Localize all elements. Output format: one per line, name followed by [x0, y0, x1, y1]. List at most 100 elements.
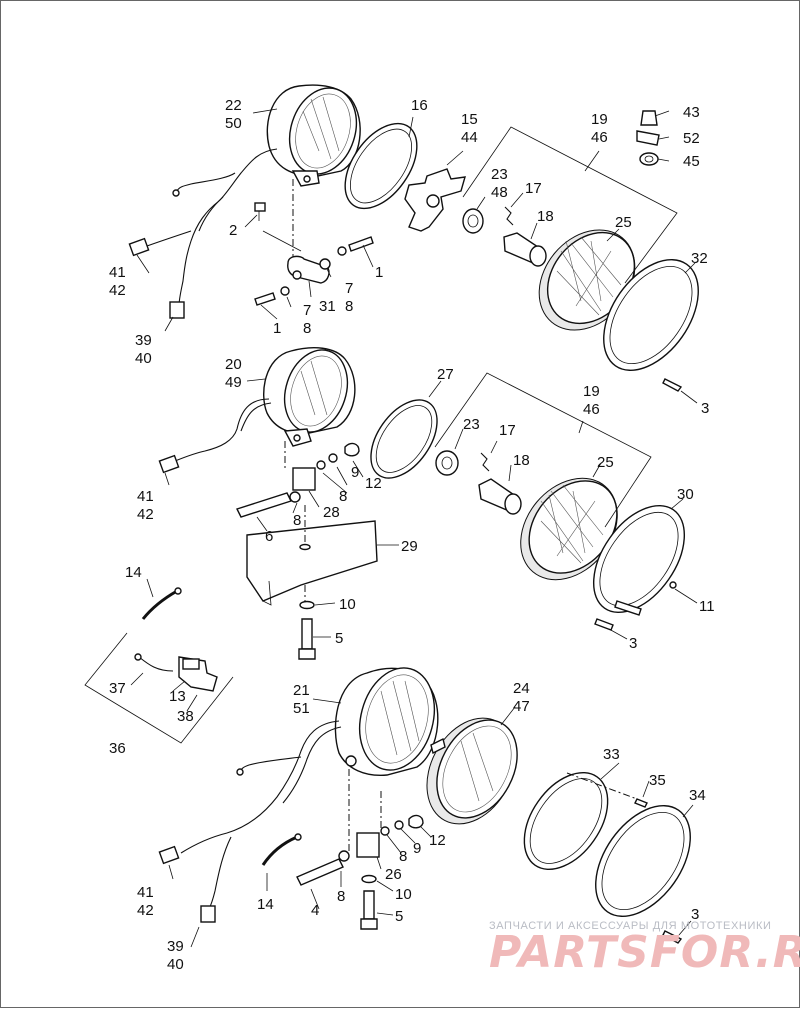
callout-1: 1	[375, 264, 383, 281]
callout-8: 8	[337, 888, 345, 905]
callout-14: 14	[257, 896, 274, 913]
callout-3: 3	[701, 400, 709, 417]
callout-40: 40	[135, 350, 152, 367]
bottom-jumper-wire-14	[261, 833, 302, 866]
callout-30: 30	[677, 486, 694, 503]
callout-42: 42	[137, 902, 154, 919]
callout-6: 6	[265, 528, 273, 545]
callout-47: 47	[513, 698, 530, 715]
callout-34: 34	[689, 787, 706, 804]
top-small-parts-43-52-45	[636, 110, 660, 166]
callout-labels: 22 50 16 15 44 19 46 43 52 45 23 48 17 1…	[109, 97, 715, 973]
callout-16: 16	[411, 97, 428, 114]
callout-43: 43	[683, 104, 700, 121]
callout-8: 8	[399, 848, 407, 865]
callout-8: 8	[339, 488, 347, 505]
bottom-outer-ring-34	[595, 805, 691, 917]
callout-25: 25	[597, 454, 614, 471]
watermark: ЗАПЧАСТИ И АКСЕССУАРЫ ДЛЯ МОТОТЕХНИКИ PA…	[489, 920, 800, 978]
callout-23: 23	[491, 166, 508, 183]
callout-9: 9	[351, 464, 359, 481]
callout-10: 10	[395, 886, 412, 903]
bottom-wire-harness	[158, 720, 342, 923]
callout-15: 15	[461, 111, 478, 128]
bottom-screw-3	[662, 930, 683, 944]
callout-18: 18	[513, 452, 530, 469]
callout-17: 17	[499, 422, 516, 439]
callout-2: 2	[229, 222, 237, 239]
bottom-trim-ring-33	[523, 771, 648, 871]
middle-outer-ring-30	[592, 504, 686, 616]
top-screw-3	[662, 378, 683, 392]
callout-29: 29	[401, 538, 418, 555]
callout-33: 33	[603, 746, 620, 763]
middle-trim-ring-27	[370, 399, 438, 479]
callout-19: 19	[591, 111, 608, 128]
callout-40: 40	[167, 956, 184, 973]
callout-52: 52	[683, 130, 700, 147]
callout-1: 1	[273, 320, 281, 337]
callout-51: 51	[293, 700, 310, 717]
callout-41: 41	[137, 488, 154, 505]
middle-wire-harness	[158, 398, 272, 474]
bottom-lamp-housing	[334, 667, 439, 776]
watermark-logo: PARTSFOR.RU	[489, 927, 800, 978]
callout-49: 49	[225, 374, 242, 391]
callout-44: 44	[461, 129, 478, 146]
middle-mount-block	[236, 441, 360, 518]
callout-21: 21	[293, 682, 310, 699]
callout-37: 37	[109, 680, 126, 697]
callout-42: 42	[109, 282, 126, 299]
callout-4: 4	[311, 902, 319, 919]
relay-kit-36	[84, 632, 234, 744]
callout-24: 24	[513, 680, 530, 697]
callout-20: 20	[225, 356, 242, 373]
bottom-mount-block	[296, 769, 424, 930]
callout-39: 39	[167, 938, 184, 955]
callout-3: 3	[629, 635, 637, 652]
watermark-tagline: ЗАПЧАСТИ И АКСЕССУАРЫ ДЛЯ МОТОТЕХНИКИ	[489, 920, 771, 932]
callout-46: 46	[583, 401, 600, 418]
callout-31: 31	[319, 298, 336, 315]
bottom-lamp-24	[426, 717, 518, 825]
middle-lamp-housing	[263, 347, 356, 447]
top-trim-ring-16	[344, 122, 418, 210]
top-bulb-socket	[462, 206, 547, 267]
callout-18: 18	[537, 208, 554, 225]
top-outer-ring-32	[603, 259, 699, 371]
middle-screw-3	[594, 618, 614, 631]
callout-5: 5	[335, 630, 343, 647]
callout-12: 12	[365, 475, 382, 492]
callout-23: 23	[463, 416, 480, 433]
middle-bulb-socket	[435, 450, 522, 515]
callout-12: 12	[429, 832, 446, 849]
callout-9: 9	[413, 840, 421, 857]
callout-42: 42	[137, 506, 154, 523]
callout-28: 28	[323, 504, 340, 521]
callout-41: 41	[137, 884, 154, 901]
callout-14: 14	[125, 564, 142, 581]
top-lamp-housing	[266, 84, 361, 187]
middle-sealed-beam-25	[520, 477, 618, 581]
callout-35: 35	[649, 772, 666, 789]
callout-19: 19	[583, 383, 600, 400]
top-callout-bracket	[462, 126, 678, 284]
callout-8: 8	[303, 320, 311, 337]
callout-45: 45	[683, 153, 700, 170]
callout-11: 11	[699, 598, 715, 615]
callout-7: 7	[303, 302, 311, 319]
callout-32: 32	[691, 250, 708, 267]
top-mount-bracket	[254, 179, 374, 306]
callout-25: 25	[615, 214, 632, 231]
callout-7: 7	[345, 280, 353, 297]
callout-22: 22	[225, 97, 242, 114]
callout-41: 41	[109, 264, 126, 281]
callout-36: 36	[109, 740, 126, 757]
callout-17: 17	[525, 180, 542, 197]
callout-46: 46	[591, 129, 608, 146]
callout-26: 26	[385, 866, 402, 883]
callout-8: 8	[345, 298, 353, 315]
middle-callout-bracket	[434, 372, 652, 528]
